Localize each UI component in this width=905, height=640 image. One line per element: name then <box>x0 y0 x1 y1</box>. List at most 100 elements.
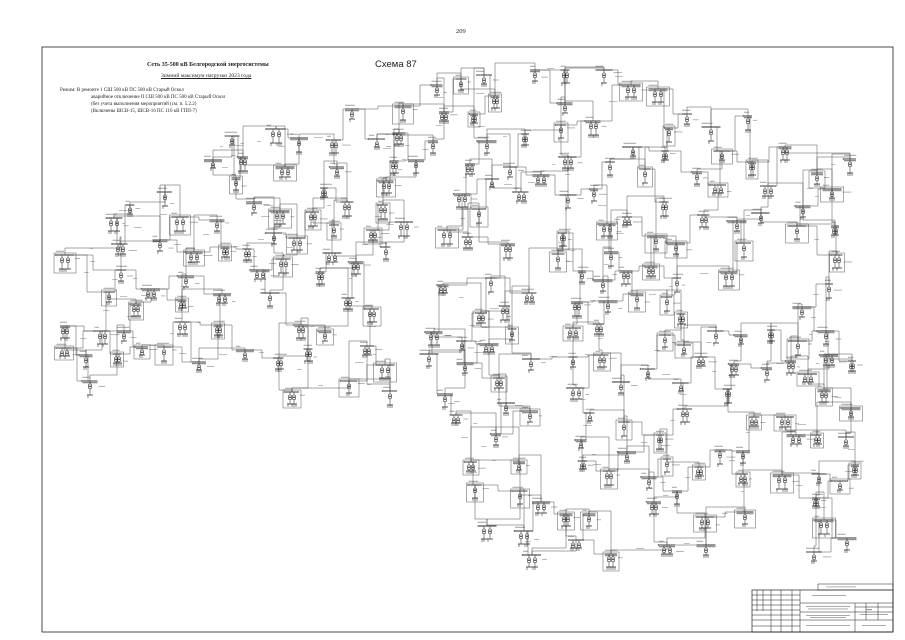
transformer-symbol <box>182 304 186 309</box>
transformer-symbol <box>271 131 275 136</box>
transmission-line <box>462 163 470 195</box>
transformer-symbol <box>565 74 569 79</box>
substation <box>304 207 328 231</box>
line-label-mark <box>134 227 142 228</box>
transmission-line <box>582 452 628 461</box>
substation <box>778 142 792 163</box>
node-label-mark <box>799 369 812 371</box>
substation-frame <box>472 310 490 328</box>
transformer-symbol <box>494 436 498 441</box>
transformer-symbol <box>765 370 769 375</box>
transformer-symbol <box>431 143 435 148</box>
substation-frame <box>839 405 863 422</box>
line-label-mark <box>463 177 467 178</box>
substation <box>345 104 359 122</box>
node-label-mark <box>601 125 607 127</box>
node-label-mark <box>360 341 368 343</box>
substation <box>734 507 756 529</box>
transformer-symbol <box>344 300 348 305</box>
substation-frame <box>316 328 334 346</box>
node-label-mark <box>568 352 576 354</box>
breaker-mark <box>478 343 480 345</box>
transformer-symbol <box>466 168 470 173</box>
transformer-symbol <box>313 214 317 219</box>
transformer-symbol <box>275 213 279 218</box>
node-label-mark <box>266 124 272 126</box>
transformer-symbol <box>626 89 630 94</box>
node-label-mark <box>130 299 143 301</box>
transmission-line <box>664 314 682 335</box>
node-label-mark <box>708 326 717 328</box>
transformer-symbol <box>595 328 599 333</box>
transformer-symbol <box>623 219 627 224</box>
transformer-symbol <box>759 215 763 220</box>
transformer-symbol <box>608 164 612 169</box>
line-label-mark <box>362 244 369 245</box>
node-label-mark <box>814 515 819 517</box>
breaker-mark <box>513 530 515 532</box>
substation <box>478 339 499 355</box>
node-label-mark <box>595 350 601 352</box>
substation <box>325 135 351 156</box>
transformer-symbol <box>443 287 447 292</box>
node-label-mark <box>488 318 494 320</box>
transformer-symbol <box>107 294 111 299</box>
transformer-symbol <box>777 479 781 484</box>
substation <box>249 265 279 282</box>
substation <box>810 430 824 449</box>
breaker-mark <box>672 382 674 384</box>
substation-frame <box>693 514 717 533</box>
node-label-mark <box>493 373 501 375</box>
transmission-line <box>300 317 309 349</box>
transmission-line <box>627 216 656 237</box>
node-label-mark <box>477 521 487 523</box>
transformer-symbol <box>344 302 348 307</box>
substation <box>340 197 354 219</box>
node-label-mark <box>630 289 638 291</box>
transformer-symbol <box>595 326 599 331</box>
node-label-mark <box>232 301 236 302</box>
node-label-mark <box>463 418 469 420</box>
transformer-symbol <box>280 169 284 174</box>
transformer-symbol <box>508 169 512 174</box>
transformer-symbol <box>252 204 256 209</box>
node-label-mark <box>676 309 683 311</box>
transformer-symbol <box>787 363 791 368</box>
transmission-line <box>845 408 852 437</box>
transformer-symbol <box>517 194 521 199</box>
transformer-symbol <box>700 519 704 524</box>
node-label-mark <box>285 387 293 389</box>
transformer-symbol <box>739 337 743 342</box>
transformer-symbol <box>657 437 661 442</box>
substation-frame <box>735 471 751 488</box>
node-label-mark <box>737 238 747 240</box>
node-label-mark <box>340 197 347 199</box>
line-label-mark <box>385 134 390 135</box>
transformer-symbol <box>852 467 856 472</box>
transformer-symbol <box>706 519 710 524</box>
substation-frame <box>796 371 820 387</box>
transmission-line <box>443 277 491 286</box>
transformer-symbol <box>495 98 499 103</box>
transformer-symbol <box>427 358 431 363</box>
node-label-mark <box>98 386 106 387</box>
stamp-print-mark <box>862 625 886 626</box>
node-label-mark <box>590 184 600 186</box>
transformer-symbol <box>103 335 107 340</box>
line-label-mark <box>478 126 486 127</box>
transformer-symbol <box>735 223 739 228</box>
transmission-line <box>486 133 511 167</box>
mode-line: (Включены ШСВ-15, ШСВ-16 ПС 110 кВ ГПП-7… <box>91 109 197 114</box>
transformer-symbol <box>247 253 251 258</box>
node-label-mark <box>605 157 615 159</box>
transformer-symbol <box>481 315 485 320</box>
transmission-line <box>246 233 275 249</box>
breaker-mark <box>588 188 590 190</box>
transformer-symbol <box>659 91 663 96</box>
line-label-mark <box>259 352 264 353</box>
substation <box>133 342 158 360</box>
node-label-mark <box>726 456 736 458</box>
substation <box>604 247 623 269</box>
transmission-line <box>531 356 573 360</box>
line-label-mark <box>661 445 670 446</box>
